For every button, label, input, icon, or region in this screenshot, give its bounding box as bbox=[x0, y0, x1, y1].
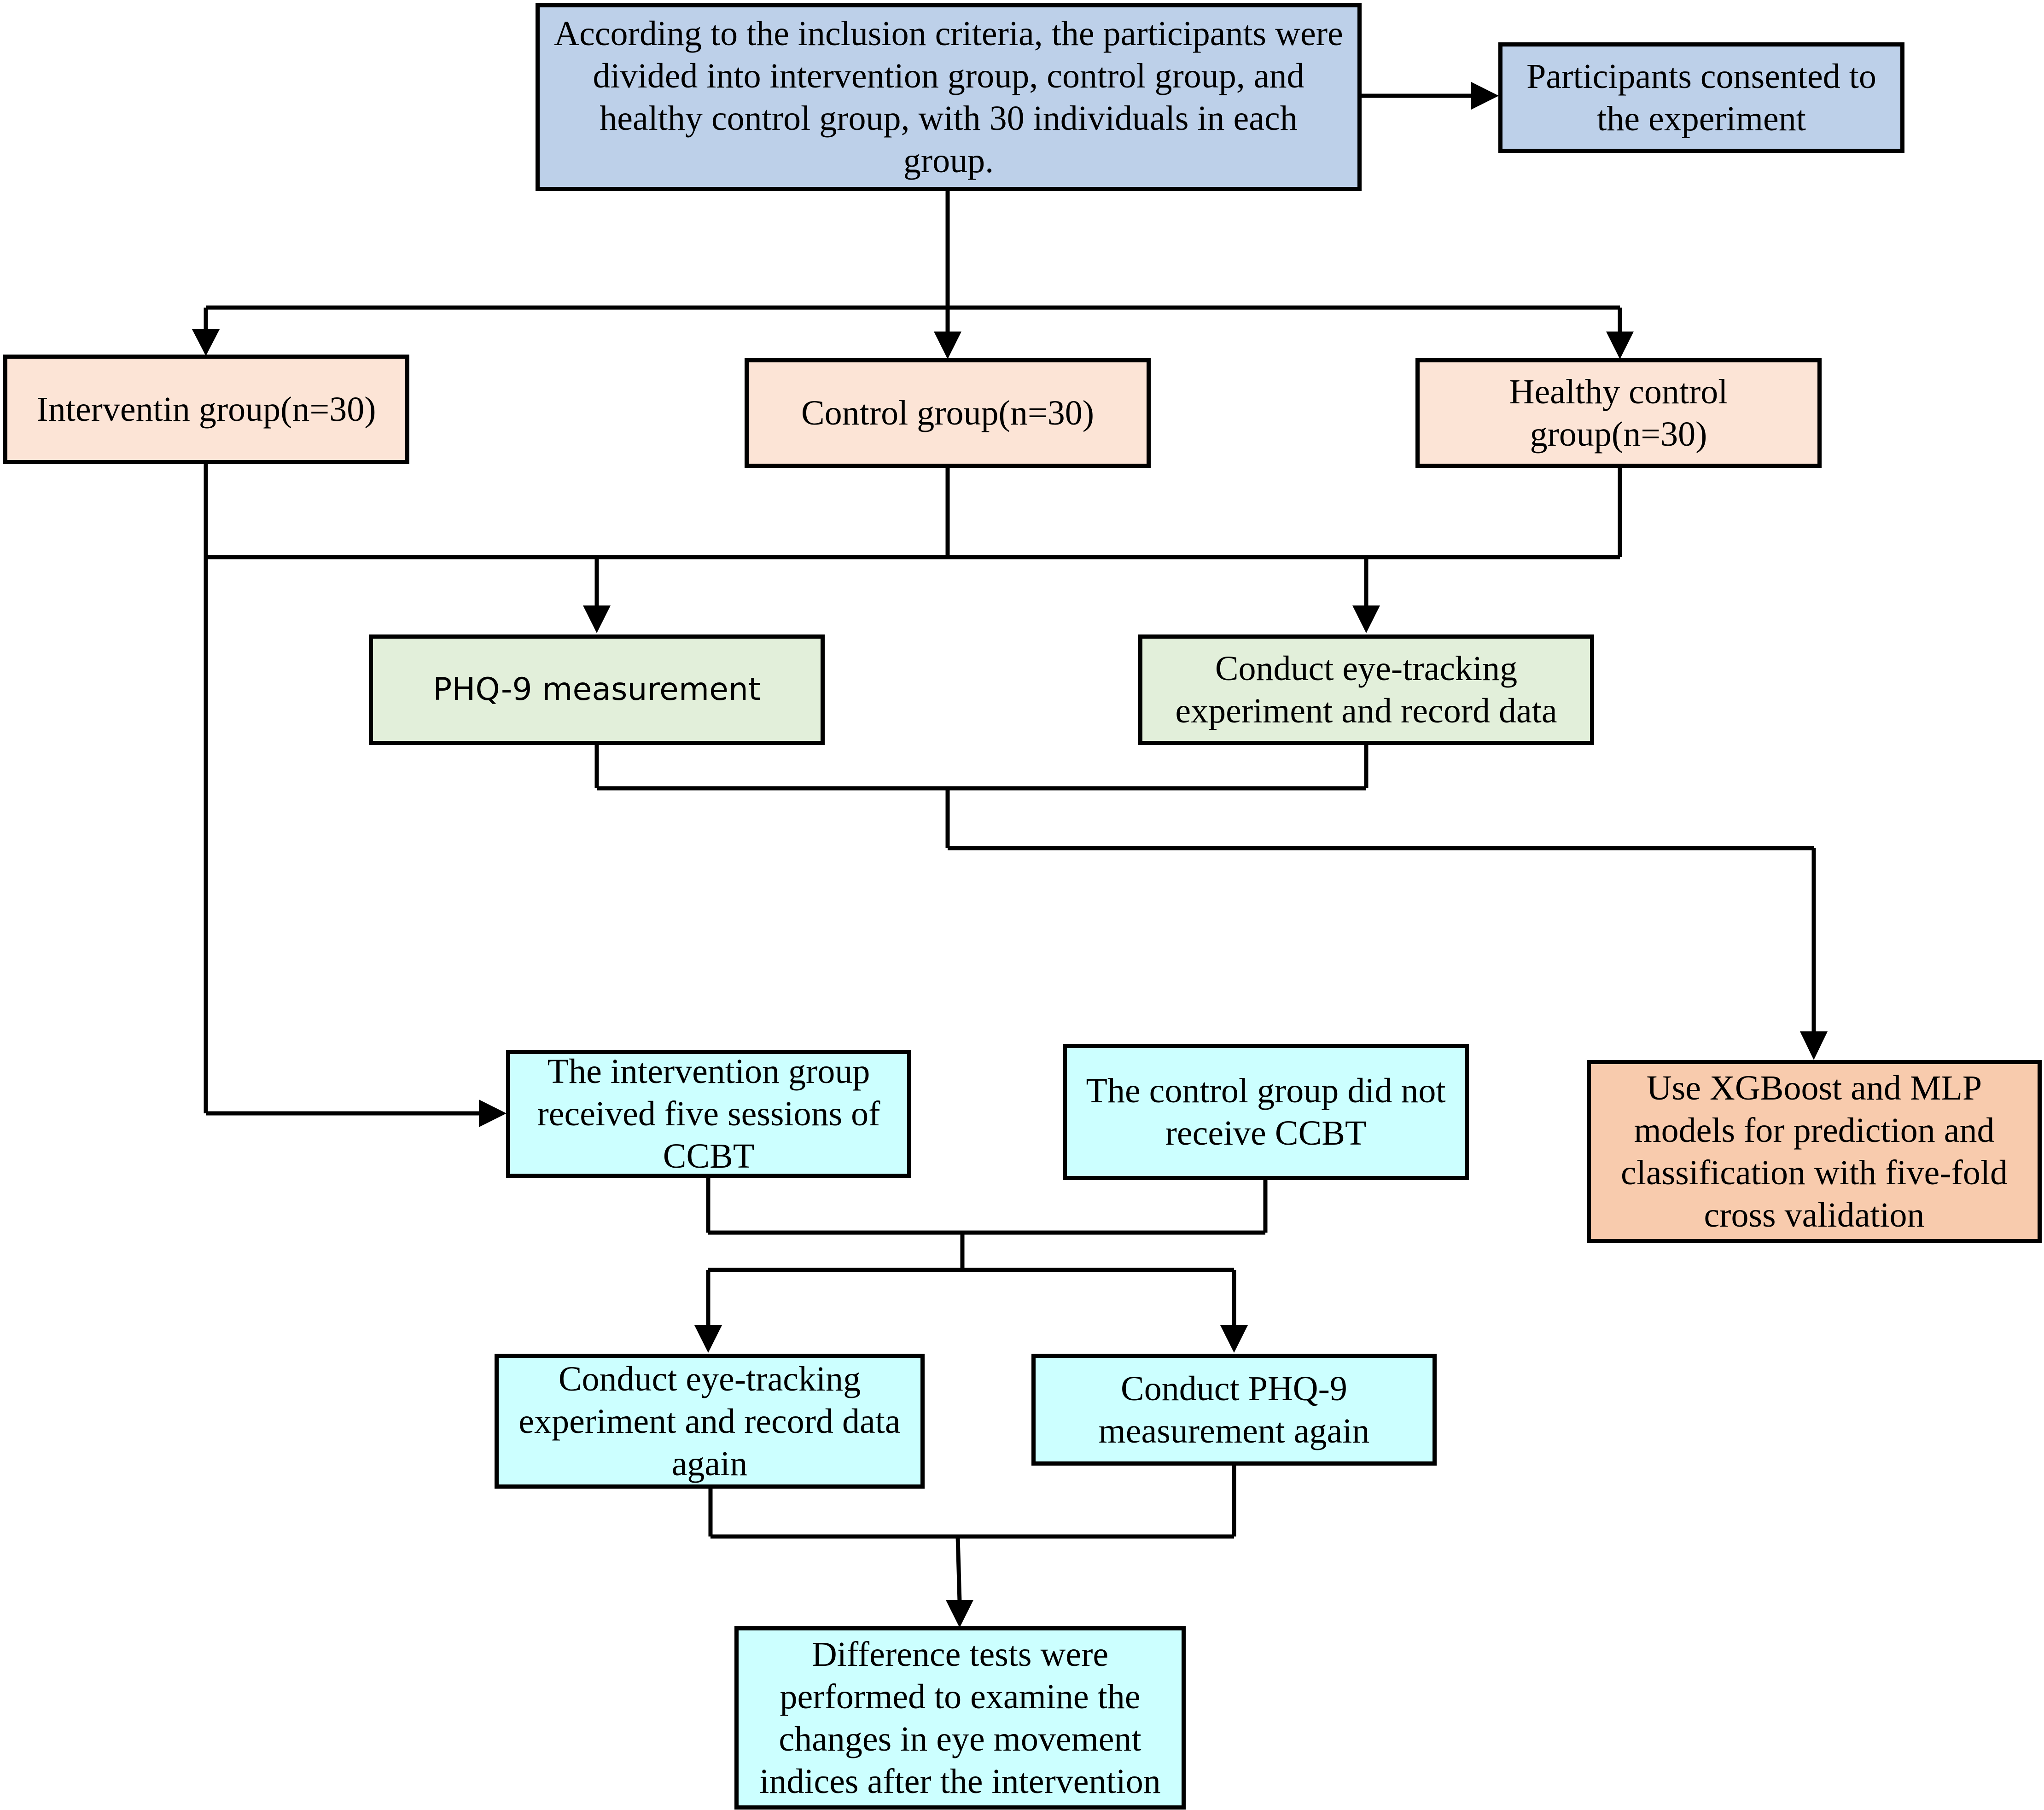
control-group-box: Control group(n=30) bbox=[745, 358, 1151, 468]
arrowhead-healthy-group bbox=[1606, 332, 1634, 359]
connector-final-stem bbox=[955, 1536, 962, 1602]
arrowhead-eyetrack bbox=[1352, 605, 1380, 633]
arrowhead-eyetrack-again bbox=[694, 1325, 722, 1353]
no-ccbt-box: The control group did not receive CCBT bbox=[1063, 1044, 1469, 1180]
intervention-group-text: Interventin group(n=30) bbox=[36, 390, 376, 429]
phq9-again-box: Conduct PHQ-9 measurement again bbox=[1031, 1354, 1437, 1466]
difference-tests-text: Difference tests were performed to exami… bbox=[759, 1635, 1161, 1801]
xgboost-mlp-box: Use XGBoost and MLP models for predictio… bbox=[1587, 1060, 2042, 1243]
phq9-measurement-box: PHQ-9 measurement bbox=[369, 634, 825, 745]
arrowhead-ccbt bbox=[479, 1100, 507, 1127]
no-ccbt-text: The control group did not receive CCBT bbox=[1086, 1071, 1446, 1152]
eye-tracking-text: Conduct eye-tracking experiment and reco… bbox=[1175, 649, 1557, 730]
arrowhead-difference bbox=[946, 1600, 973, 1628]
arrowhead-phq9-again bbox=[1220, 1325, 1248, 1353]
ccbt-sessions-box: The intervention group received five ses… bbox=[506, 1050, 911, 1178]
arrowhead-consent bbox=[1471, 82, 1499, 110]
consent-box: Participants consented to the experiment bbox=[1498, 42, 1904, 153]
healthy-control-group-text: Healthy control group(n=30) bbox=[1509, 372, 1728, 454]
eye-tracking-again-box: Conduct eye-tracking experiment and reco… bbox=[495, 1354, 925, 1489]
phq9-measurement-text: PHQ-9 measurement bbox=[433, 671, 761, 708]
ccbt-sessions-text: The intervention group received five ses… bbox=[537, 1052, 880, 1176]
inclusion-criteria-text: According to the inclusion criteria, the… bbox=[554, 14, 1343, 180]
control-group-text: Control group(n=30) bbox=[801, 394, 1095, 432]
intervention-group-box: Interventin group(n=30) bbox=[3, 355, 409, 464]
eye-tracking-again-text: Conduct eye-tracking experiment and reco… bbox=[518, 1359, 901, 1483]
consent-text: Participants consented to the experiment bbox=[1526, 57, 1876, 138]
xgboost-mlp-text: Use XGBoost and MLP models for predictio… bbox=[1621, 1069, 2008, 1234]
healthy-control-group-box: Healthy control group(n=30) bbox=[1415, 358, 1822, 468]
arrowhead-phq9 bbox=[583, 605, 611, 633]
inclusion-criteria-box: According to the inclusion criteria, the… bbox=[536, 3, 1362, 191]
arrowhead-xgboost bbox=[1800, 1031, 1828, 1060]
phq9-again-text: Conduct PHQ-9 measurement again bbox=[1098, 1369, 1370, 1450]
eye-tracking-box: Conduct eye-tracking experiment and reco… bbox=[1138, 634, 1594, 745]
arrowhead-intervention-group bbox=[192, 329, 220, 356]
arrowhead-control-group bbox=[934, 332, 961, 359]
difference-tests-box: Difference tests were performed to exami… bbox=[734, 1626, 1186, 1810]
